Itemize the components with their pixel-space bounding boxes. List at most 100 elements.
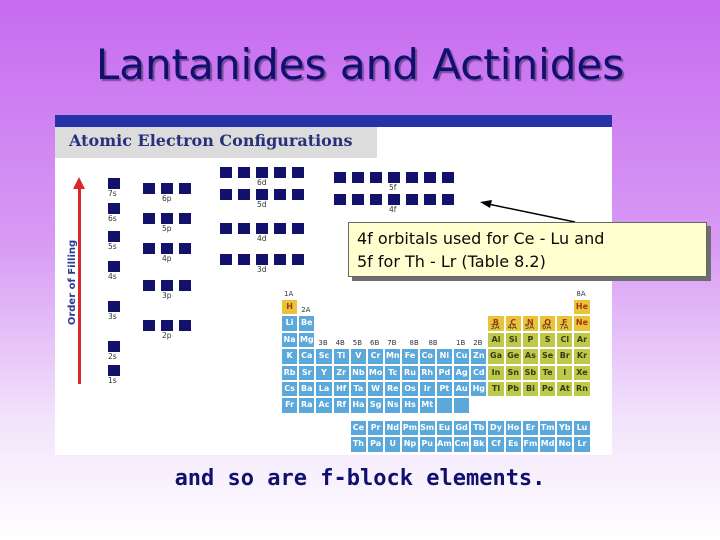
orbital-label-5d: 5d	[257, 200, 267, 209]
element-Xe: Xe	[573, 364, 591, 381]
figure-heading: Atomic Electron Configurations	[69, 131, 353, 150]
orbital-box-5f	[352, 172, 364, 183]
filling-order-arrow	[78, 183, 81, 384]
orbital-box-3p	[161, 280, 173, 291]
element-Pt: Pt	[435, 381, 453, 398]
element-Tm: Tm	[539, 419, 557, 437]
orbital-box-5d	[256, 189, 268, 200]
element-Al: Al	[487, 331, 505, 349]
element-Li: Li	[281, 315, 299, 332]
element-Be: Be	[298, 315, 316, 332]
orbital-box-4d	[292, 223, 304, 234]
orbital-box-5f	[406, 172, 418, 183]
element-Rf: Rf	[332, 397, 350, 414]
element-Ir: Ir	[418, 381, 436, 398]
element-Ha: Ha	[349, 397, 367, 414]
orbital-box-3d	[220, 254, 232, 265]
element-N: N	[521, 315, 539, 332]
orbital-label-5s: 5s	[108, 242, 117, 251]
orbital-box-4p	[179, 243, 191, 254]
element-Tb: Tb	[470, 419, 488, 437]
orbital-label-3p: 3p	[162, 291, 172, 300]
orbital-box-4f	[424, 194, 436, 205]
element-Ba: Ba	[298, 381, 316, 398]
element-S: S	[539, 331, 557, 349]
element-Sm: Sm	[418, 419, 436, 437]
arrow-up-icon	[73, 177, 85, 189]
orbital-box-5f	[388, 172, 400, 183]
orbital-box-5p	[161, 213, 173, 224]
orbital-box-5s	[108, 231, 120, 242]
element-Ca: Ca	[298, 348, 316, 365]
orbital-box-4f	[334, 194, 346, 205]
element-In: In	[487, 364, 505, 381]
orbital-box-4p	[143, 243, 155, 254]
element-Fe: Fe	[401, 348, 419, 365]
element-Hg: Hg	[470, 381, 488, 398]
element-Sg: Sg	[367, 397, 385, 414]
element-W: W	[367, 381, 385, 398]
element-Cr: Cr	[367, 348, 385, 365]
orbital-box-5p	[179, 213, 191, 224]
element-Yb: Yb	[556, 419, 574, 437]
element-Tc: Tc	[384, 364, 402, 381]
orbital-box-3p	[179, 280, 191, 291]
orbital-box-4f	[406, 194, 418, 205]
element-P: P	[521, 331, 539, 349]
element-Fm: Fm	[521, 436, 539, 453]
orbital-box-6d	[292, 167, 304, 178]
orbital-label-2s: 2s	[108, 352, 117, 361]
group-label: 3A	[490, 322, 500, 331]
orbital-box-2p	[179, 320, 191, 331]
callout-line-2: 5f for Th - Lr (Table 8.2)	[357, 252, 546, 271]
element-U: U	[384, 436, 402, 453]
orbital-box-1s	[108, 365, 120, 376]
group-label: 8B	[428, 339, 438, 348]
orbital-box-4d	[220, 223, 232, 234]
group-label: 1A	[284, 290, 294, 298]
element-Fr: Fr	[281, 397, 299, 414]
element-Eu: Eu	[435, 419, 453, 437]
orbital-box-3d	[274, 254, 286, 265]
element-Bi: Bi	[521, 381, 539, 398]
element-Dy: Dy	[487, 419, 505, 437]
orbital-box-5f	[334, 172, 346, 183]
orbital-box-6s	[108, 203, 120, 214]
group-label: 8A	[576, 290, 586, 298]
orbital-label-5p: 5p	[162, 224, 172, 233]
orbital-label-5f: 5f	[389, 183, 397, 192]
element-Mt: Mt	[418, 397, 436, 414]
element-Ar: Ar	[573, 331, 591, 349]
orbital-box-6p	[143, 183, 155, 194]
element-Hs: Hs	[401, 397, 419, 414]
element-Pr: Pr	[367, 419, 385, 437]
element-Nd: Nd	[384, 419, 402, 437]
element-No: No	[556, 436, 574, 453]
element-Mg: Mg	[298, 331, 316, 349]
element-Pu: Pu	[418, 436, 436, 453]
orbital-box-5f	[442, 172, 454, 183]
element-La: La	[315, 381, 333, 398]
orbital-box-4p	[161, 243, 173, 254]
element-Rh: Rh	[418, 364, 436, 381]
orbital-label-4p: 4p	[162, 254, 172, 263]
element-Sb: Sb	[521, 364, 539, 381]
element-Sn: Sn	[504, 364, 522, 381]
element-Zn: Zn	[470, 348, 488, 365]
element-Sr: Sr	[298, 364, 316, 381]
orbital-label-6d: 6d	[257, 178, 267, 187]
element-Pd: Pd	[435, 364, 453, 381]
element-Ac: Ac	[315, 397, 333, 414]
element-Np: Np	[401, 436, 419, 453]
group-label: 6B	[370, 339, 380, 348]
orbital-box-3p	[143, 280, 155, 291]
orbital-label-4f: 4f	[389, 205, 397, 214]
orbital-label-1s: 1s	[108, 376, 117, 385]
element-Es: Es	[504, 436, 522, 453]
element-blank	[453, 397, 471, 414]
orbital-box-2p	[161, 320, 173, 331]
element-Nb: Nb	[349, 364, 367, 381]
element-O: O	[539, 315, 557, 332]
group-label: 2A	[301, 306, 311, 315]
orbital-box-4f	[370, 194, 382, 205]
